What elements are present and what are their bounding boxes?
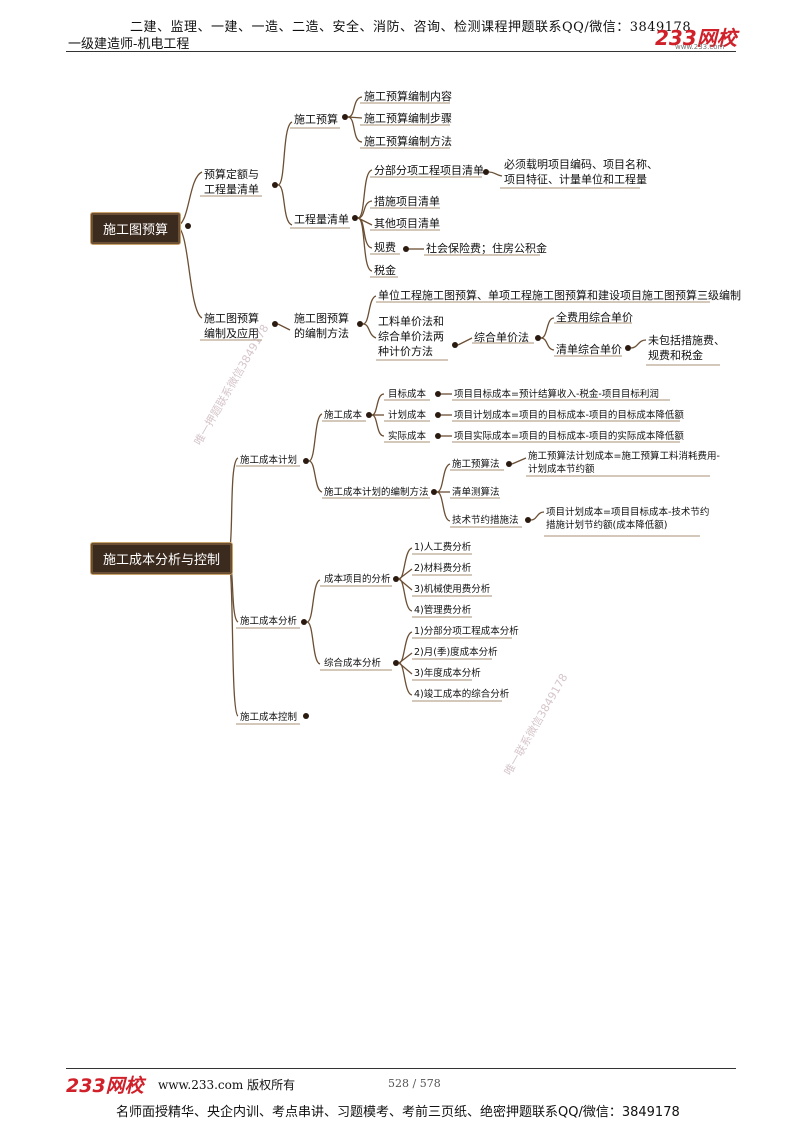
node-drawing-budget-application[interactable]: 施工图预算 编制及应用 xyxy=(204,312,259,340)
page-number: 528 / 578 xyxy=(388,1077,441,1090)
node-target-cost[interactable]: 目标成本 xyxy=(388,389,427,400)
node-tax[interactable]: 税金 xyxy=(374,264,396,277)
node-management-analysis[interactable]: 4)管理费分析 xyxy=(414,605,472,616)
node-cost-items-analysis[interactable]: 成本项目的分析 xyxy=(324,574,391,585)
footer-copyright[interactable]: www.233.com 版权所有 xyxy=(158,1078,296,1092)
node-sub-item-note: 必须载明项目编码、项目名称、 项目特征、计量单位和工程量 xyxy=(504,158,658,186)
node-list-price[interactable]: 清单综合单价 xyxy=(556,343,622,356)
node-sub-item-analysis[interactable]: 1)分部分项工程成本分析 xyxy=(414,626,519,637)
node-budget-method-2[interactable]: 施工预算法 xyxy=(452,459,500,470)
node-full-cost-price[interactable]: 全费用综合单价 xyxy=(556,311,633,324)
brand-logo-url: www.233.com xyxy=(675,43,725,51)
node-budget-steps[interactable]: 施工预算编制步骤 xyxy=(364,112,452,125)
node-material-analysis[interactable]: 2)材料费分析 xyxy=(414,563,472,574)
node-fees-note: 社会保险费；住房公积金 xyxy=(426,242,547,255)
node-budget-method[interactable]: 施工预算编制方法 xyxy=(364,135,452,148)
node-tech-saving[interactable]: 技术节约措施法 xyxy=(452,515,519,526)
node-cost-control[interactable]: 施工成本控制 xyxy=(240,712,298,723)
node-cost-analysis[interactable]: 施工成本分析 xyxy=(240,616,298,627)
node-completion-analysis[interactable]: 4)竣工成本的综合分析 xyxy=(414,689,510,700)
node-actual-cost[interactable]: 实际成本 xyxy=(388,431,427,442)
node-budget-method-note: 施工预算法计划成本=施工预算工料消耗费用- 计划成本节约额 xyxy=(528,451,720,475)
node-budget-quota-list[interactable]: 预算定额与 工程量清单 xyxy=(204,168,259,196)
node-comprehensive-analysis[interactable]: 综合成本分析 xyxy=(324,658,382,669)
footer-brand-logo[interactable]: 233网校 xyxy=(66,1075,144,1097)
node-other-list[interactable]: 其他项目清单 xyxy=(374,217,440,230)
node-labor-analysis[interactable]: 1)人工费分析 xyxy=(414,542,472,553)
node-measure-list[interactable]: 措施项目清单 xyxy=(374,195,440,208)
node-two-methods[interactable]: 工料单价法和 综合单价法两 种计价方法 xyxy=(378,315,444,358)
node-target-cost-note: 项目目标成本=预计结算收入-税金-项目目标利润 xyxy=(454,389,659,400)
node-sub-item-list[interactable]: 分部分项工程项目清单 xyxy=(374,164,484,177)
header-subject-line: 一级建造师-机电工程 xyxy=(68,37,190,52)
node-actual-cost-note: 项目实际成本=项目的目标成本-项目的实际成本降低额 xyxy=(454,431,684,442)
node-three-level: 单位工程施工图预算、单项工程施工图预算和建设项目施工图预算三级编制 xyxy=(378,289,741,302)
header-rule xyxy=(66,51,736,52)
footer-rule xyxy=(66,1068,736,1069)
node-plan-prep-method[interactable]: 施工成本计划的编制方法 xyxy=(324,487,429,498)
node-list-price-note: 未包括措施费、 规费和税金 xyxy=(648,334,725,362)
node-tech-saving-note: 项目计划成本=项目目标成本-技术节约 措施计划节约额(成本降低额) xyxy=(546,507,710,531)
node-machinery-analysis[interactable]: 3)机械使用费分析 xyxy=(414,584,491,595)
node-planned-cost[interactable]: 计划成本 xyxy=(388,410,427,421)
root-cost-analysis-control[interactable]: 施工成本分析与控制 xyxy=(90,542,234,575)
node-construction-cost[interactable]: 施工成本 xyxy=(324,410,363,421)
node-list-calc-method[interactable]: 清单测算法 xyxy=(452,487,500,498)
node-composite-price[interactable]: 综合单价法 xyxy=(474,331,529,344)
node-monthly-analysis[interactable]: 2)月(季)度成本分析 xyxy=(414,647,498,658)
footer-promo: 名师面授精华、央企内训、考点串讲、习题模考、考前三页纸、绝密押题联系QQ/微信：… xyxy=(116,1105,680,1120)
node-budget-content[interactable]: 施工预算编制内容 xyxy=(364,90,452,103)
node-cost-plan[interactable]: 施工成本计划 xyxy=(240,455,298,466)
node-construction-budget[interactable]: 施工预算 xyxy=(294,113,338,126)
root-construction-drawing-budget[interactable]: 施工图预算 xyxy=(90,212,182,245)
node-fees[interactable]: 规费 xyxy=(374,241,396,254)
header-contact-line: 二建、监理、一建、一造、二造、安全、消防、咨询、检测课程押题联系QQ/微信：38… xyxy=(130,20,692,35)
node-annual-analysis[interactable]: 3)年度成本分析 xyxy=(414,668,481,679)
brand-logo[interactable]: 233网校 xyxy=(655,26,737,50)
node-prep-method[interactable]: 施工图预算 的编制方法 xyxy=(294,312,349,340)
node-planned-cost-note: 项目计划成本=项目的目标成本-项目的目标成本降低额 xyxy=(454,410,684,421)
node-quantity-list[interactable]: 工程量清单 xyxy=(294,213,349,226)
